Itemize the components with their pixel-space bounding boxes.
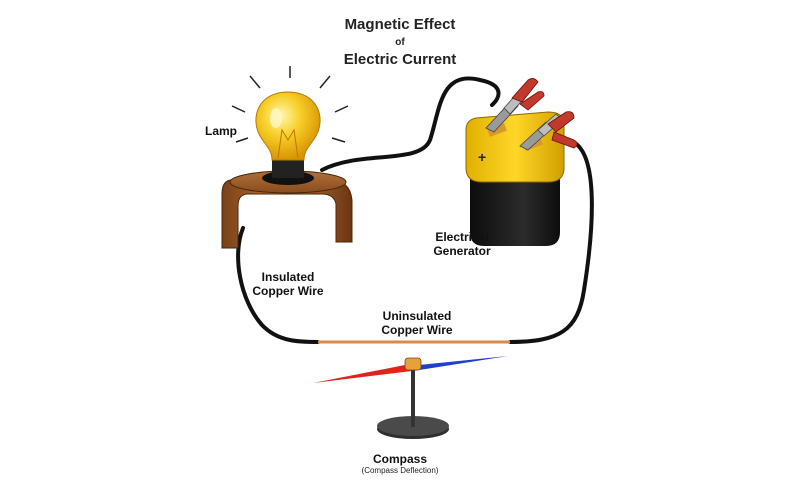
label-generator-line-2: Generator — [433, 244, 491, 258]
compass-needle-north — [313, 365, 412, 383]
svg-text:+: + — [478, 149, 486, 165]
label-electrical-generator: Electrical Generator — [412, 230, 512, 258]
electrical-generator: + — [465, 78, 578, 246]
insulated-wire-lamp-to-generator — [320, 76, 501, 172]
label-insulated-line-2: Copper Wire — [252, 284, 324, 298]
label-uninsulated-copper-wire: Uninsulated Copper Wire — [357, 309, 477, 337]
label-insulated-line-1: Insulated — [261, 270, 315, 284]
insulated-wire-generator-to-bare — [508, 141, 594, 344]
lamp — [221, 66, 353, 249]
compass-pivot — [404, 357, 422, 371]
title-line-3: Electric Current — [343, 51, 457, 68]
title-line-1: Magnetic Effect — [344, 16, 456, 33]
label-compass: Compass — [372, 452, 428, 466]
label-generator-line-1: Electrical — [435, 230, 489, 244]
label-uninsulated-line-2: Copper Wire — [381, 323, 453, 337]
bulb — [255, 91, 321, 161]
compass — [313, 356, 508, 439]
label-compass-deflection: (Compass Deflection) — [361, 466, 439, 475]
label-uninsulated-line-1: Uninsulated — [382, 309, 452, 323]
label-insulated-copper-wire: Insulated Copper Wire — [238, 270, 338, 298]
alligator-clip-right — [519, 111, 578, 151]
alligator-clip-left — [485, 78, 545, 133]
title-line-2: of — [395, 37, 405, 48]
compass-pole — [411, 370, 415, 427]
insulated-wire-lamp-to-bare — [236, 226, 320, 344]
label-lamp: Lamp — [205, 124, 238, 138]
compass-needle-south — [413, 356, 508, 371]
light-rays — [231, 66, 349, 143]
wires — [236, 76, 594, 344]
